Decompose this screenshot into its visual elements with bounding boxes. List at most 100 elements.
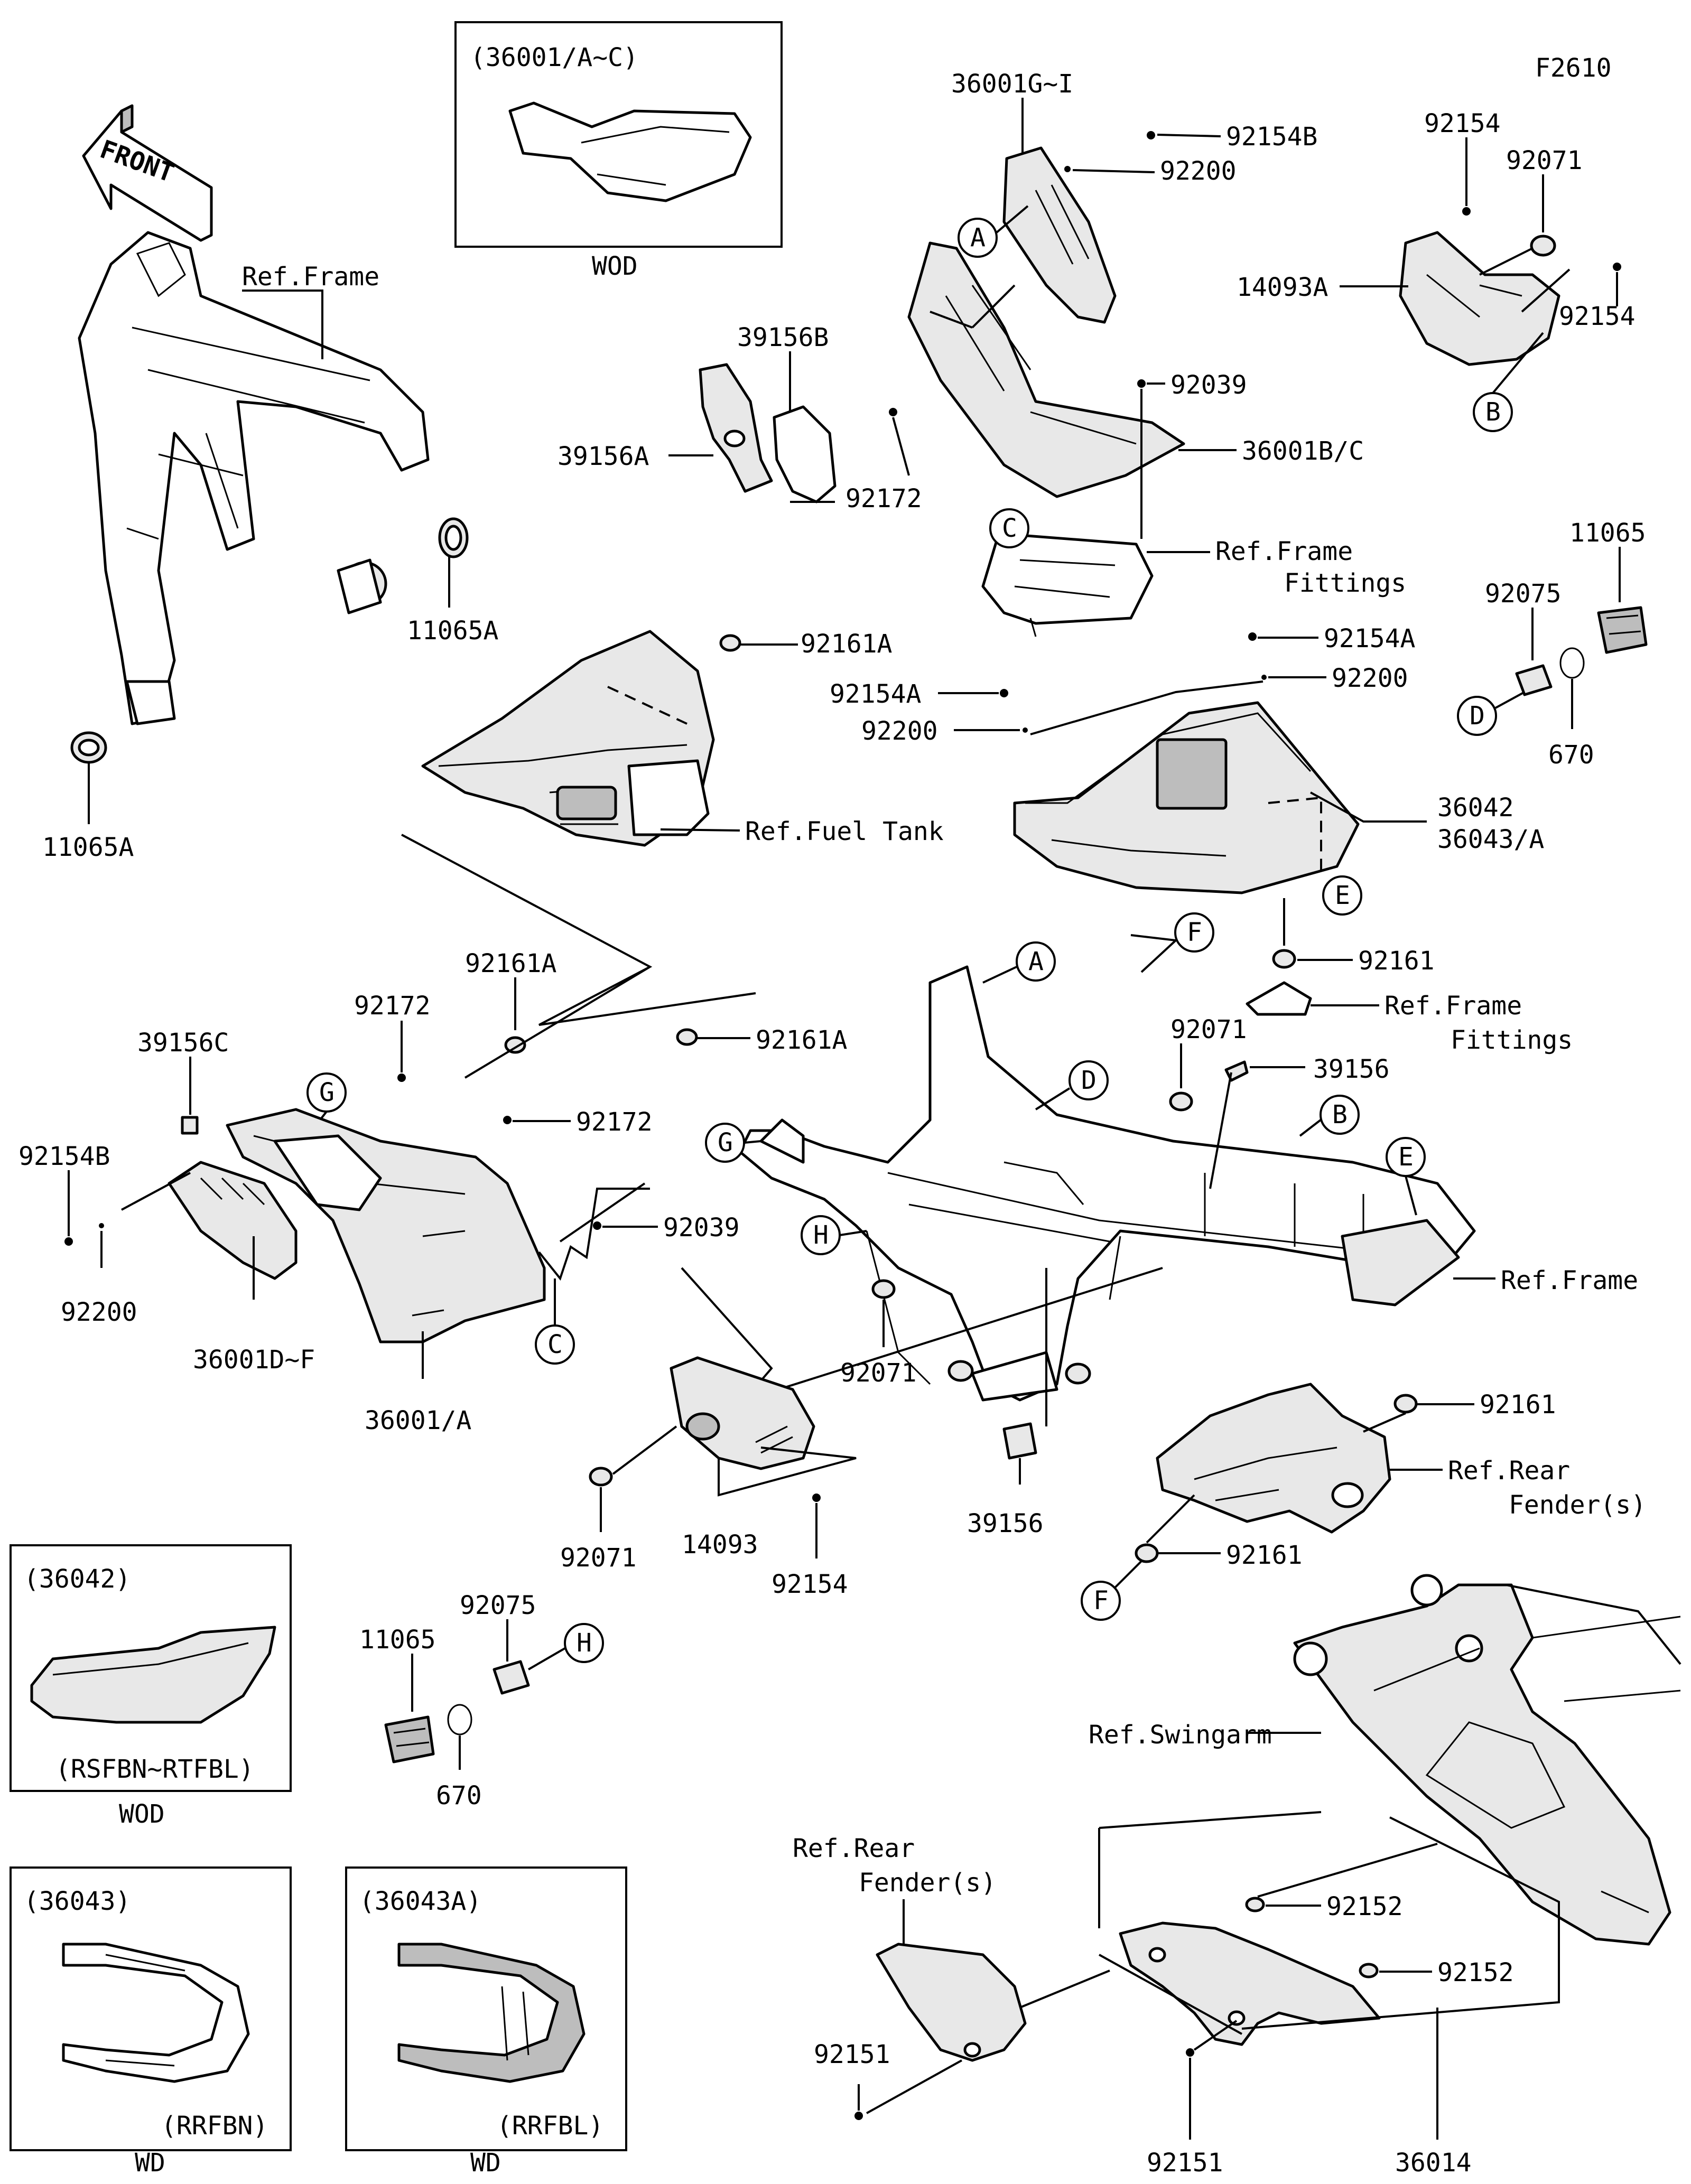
collar-92075-r [1515, 664, 1553, 696]
label-92071-tr: 92071 [1506, 146, 1583, 175]
label-92161a-1: 92161A [801, 629, 892, 659]
frame-drawing-center [738, 965, 1476, 1402]
label-92071-m: 92071 [840, 1358, 917, 1388]
callout-d-center [1069, 1060, 1109, 1100]
ref-rear-fender-1-line1: Ref.Rear [1448, 1456, 1570, 1486]
screw-92154a-2-icon [1248, 632, 1257, 641]
clip-92200-m-icon [1023, 727, 1028, 733]
callout-c-top-letter: C [1002, 514, 1017, 543]
label-36001g-i: 36001G~I [951, 69, 1073, 99]
label-92152-2: 92152 [1437, 1958, 1514, 1987]
ref-frame-fittings-1-line2: Fittings [1284, 568, 1406, 598]
callout-e-top [1322, 875, 1362, 916]
callout-g-left-letter: G [319, 1078, 335, 1107]
plate-39156b [773, 405, 837, 503]
callout-a-center [1016, 941, 1056, 982]
bushing-11065a-left [70, 731, 107, 764]
callout-e-top-letter: E [1335, 881, 1350, 910]
label-670-b: 670 [436, 1781, 482, 1810]
connector-11065-r [1597, 606, 1648, 654]
ref-rear-fender-2-line2: Fender(s) [859, 1868, 996, 1898]
front-arrow-icon: FRONT [82, 104, 213, 242]
screw-92154-b-icon [812, 1494, 821, 1502]
inset-36043a-caption: WD [470, 2148, 501, 2178]
label-670-r: 670 [1548, 740, 1594, 770]
grab-rail-36043a-drawing [397, 1943, 586, 2083]
label-92075-b: 92075 [460, 1591, 536, 1620]
connector-11065-b [384, 1715, 435, 1763]
label-36001d-f: 36001D~F [193, 1345, 315, 1375]
label-92172-top: 92172 [846, 484, 922, 514]
callout-b-center-letter: B [1332, 1100, 1348, 1130]
label-92154a-2: 92154A [1324, 624, 1415, 654]
cover-14093a [1399, 231, 1560, 366]
screw-92172-m-icon [503, 1116, 512, 1124]
cover-36001d-f [168, 1161, 298, 1280]
grommet-92161-mr-icon [1272, 949, 1296, 969]
label-14093: 14093 [682, 1530, 758, 1560]
rear-fender-ref-2 [876, 1943, 1027, 2062]
side-cover-36001-a [226, 1108, 546, 1343]
bushing-11065a-right [438, 517, 469, 558]
o-ring-670-b-icon [447, 1704, 472, 1735]
label-92161a-2: 92161A [465, 949, 556, 978]
fuel-tank-cover [421, 630, 715, 847]
callout-a-top-letter: A [970, 223, 986, 253]
label-39156a: 39156A [558, 442, 649, 471]
label-39156c: 39156C [137, 1028, 229, 1058]
grommet-92161a-1-icon [719, 634, 741, 652]
seat-cowl-36042 [1013, 701, 1360, 894]
callout-b-top-letter: B [1485, 397, 1501, 427]
ref-swingarm-label: Ref.Swingarm [1089, 1720, 1272, 1750]
screw-92172-l-icon [397, 1074, 406, 1082]
label-92154-tr1: 92154 [1424, 109, 1501, 138]
label-92200-top: 92200 [1160, 156, 1237, 186]
label-11065a-right: 11065A [407, 616, 498, 646]
label-92154-b: 92154 [772, 1570, 848, 1599]
label-39156-r: 39156 [1313, 1054, 1390, 1084]
screw-92039-top-icon [1137, 379, 1146, 388]
screw-92154b-l-icon [64, 1237, 73, 1246]
screw-92172-top-icon [889, 408, 897, 416]
inset-36043-title: (36043) [24, 1887, 131, 1916]
ref-frame-fittings-2-line1: Ref.Frame [1385, 991, 1522, 1021]
callout-f-bottom [1081, 1581, 1121, 1621]
callout-h-bottom [564, 1623, 604, 1663]
label-92154-tr2: 92154 [1559, 302, 1636, 331]
cover-14093 [670, 1356, 815, 1470]
ref-frame-mid-label: Ref.Frame [1501, 1266, 1638, 1295]
callout-h-bottom-letter: H [577, 1628, 592, 1658]
grommet-92161-r1-icon [1393, 1394, 1418, 1414]
label-92075-r: 92075 [1485, 579, 1562, 609]
inset-36043-subtitle: (RRFBN) [161, 2111, 268, 2141]
plate-39156a [699, 363, 773, 493]
grab-rail-36043-drawing [62, 1943, 250, 2083]
label-11065a-left: 11065A [42, 833, 134, 862]
clip-92200-l-icon [99, 1223, 104, 1228]
callout-d-top-letter: D [1470, 701, 1485, 731]
callout-f-top-letter: F [1187, 918, 1202, 947]
clip-39156c-icon [181, 1116, 199, 1135]
collar-92075-b-icon [493, 1660, 530, 1695]
label-92152-1: 92152 [1326, 1892, 1403, 1921]
swingarm-ref [1293, 1574, 1681, 1946]
callout-h-center-letter: H [813, 1220, 829, 1250]
inset-36042-caption: WOD [119, 1799, 165, 1829]
label-36042: 36042 [1437, 793, 1514, 823]
inset-box-36001-a-c: (36001/A~C) WOD [454, 21, 783, 281]
label-92071-b: 92071 [560, 1543, 637, 1573]
grommet-92071-m-icon [871, 1279, 896, 1299]
label-92151-1: 92151 [814, 2040, 890, 2069]
ref-rear-fender-1-line2: Fender(s) [1509, 1490, 1646, 1520]
inset-36042-title: (36042) [24, 1564, 131, 1594]
inset-36043a-subtitle: (RRFBL) [497, 2111, 603, 2141]
ref-rear-fender-2-line1: Ref.Rear [793, 1834, 915, 1863]
label-39156b: 39156B [737, 323, 829, 352]
grommet-92152-1-icon [1245, 1897, 1265, 1912]
grommet-92071-b-icon [589, 1467, 613, 1487]
screw-92154-tr2-icon [1613, 263, 1621, 271]
callout-d-center-letter: D [1081, 1066, 1097, 1095]
clip-92200-top-icon [1064, 166, 1071, 172]
inset-box-36042: (36042) (RSFBN~RTFBL) [10, 1544, 292, 1792]
ref-frame-fittings-1-line1: Ref.Frame [1215, 537, 1353, 566]
